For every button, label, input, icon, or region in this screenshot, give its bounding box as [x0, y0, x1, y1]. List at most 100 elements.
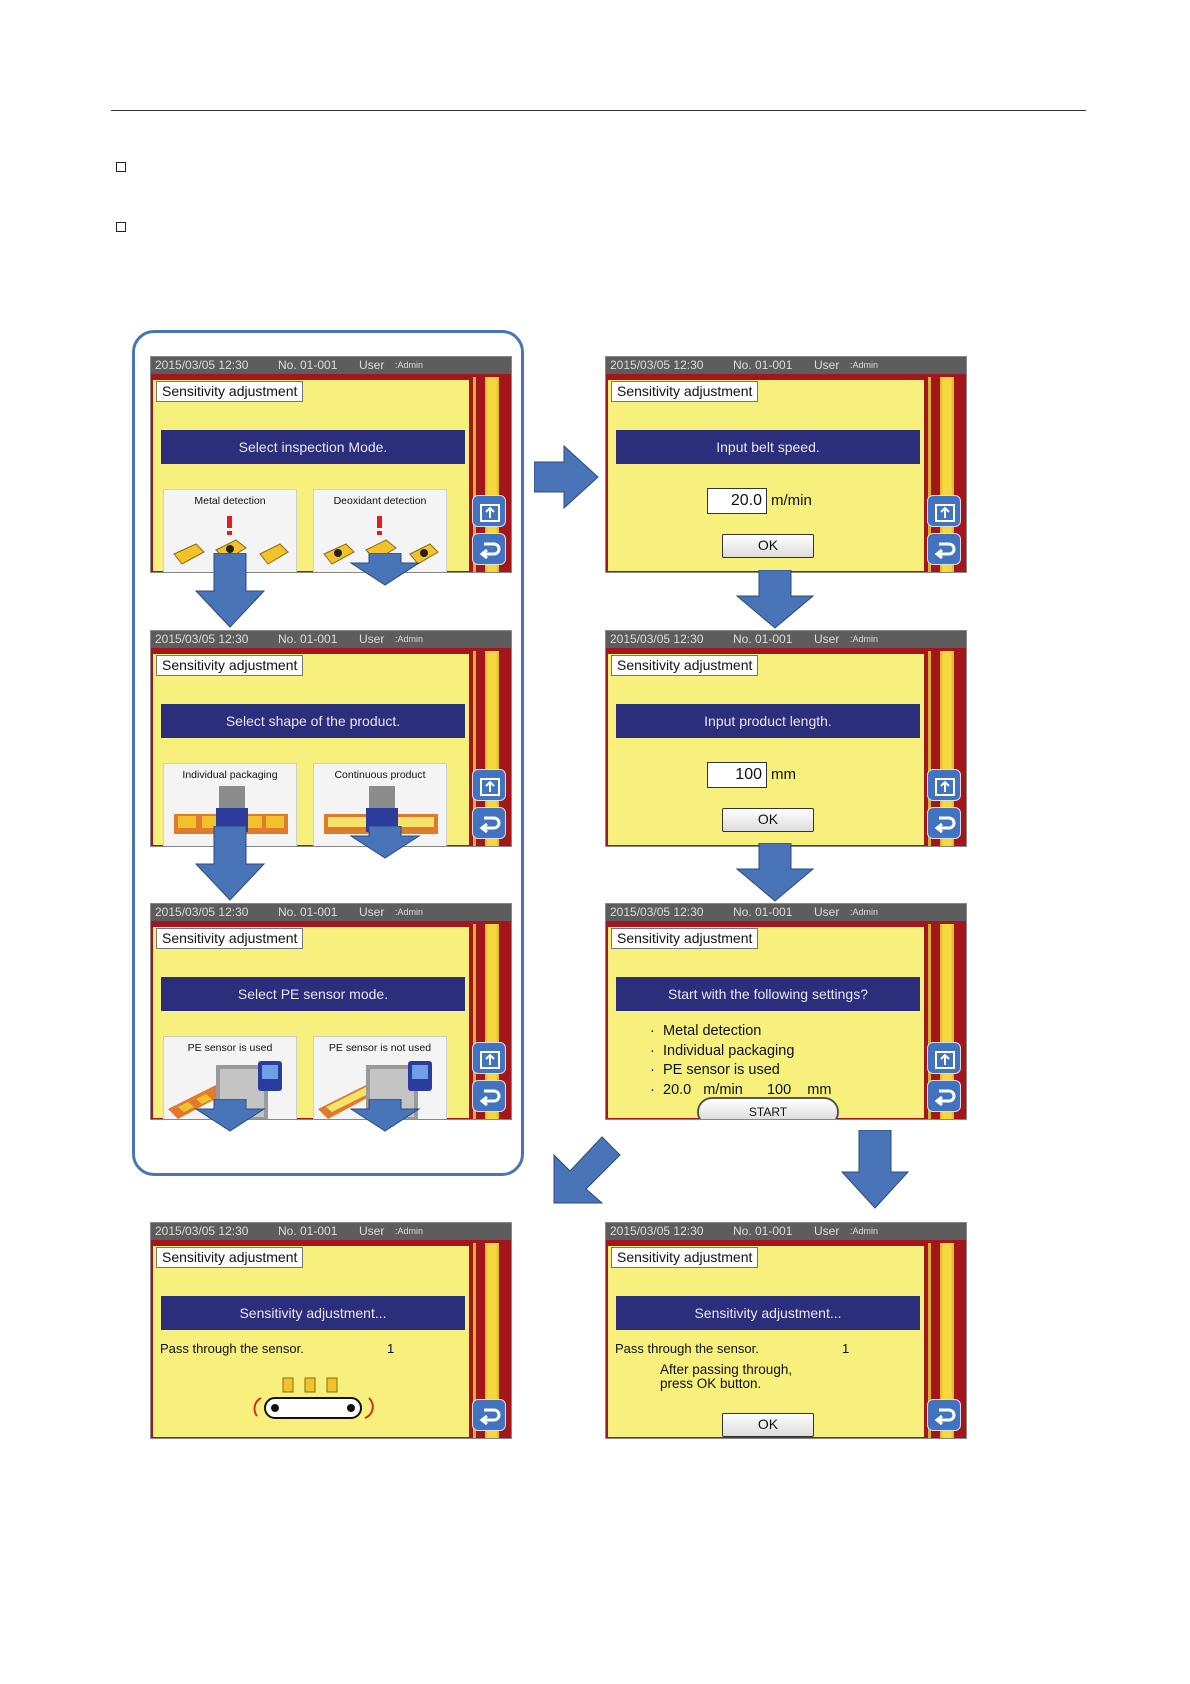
home-icon-button[interactable] [927, 769, 961, 801]
side-rail [928, 651, 931, 846]
option-label: Metal detection [194, 495, 266, 507]
screen-content: Input belt speed. 20.0 m/min OK [608, 380, 924, 571]
status-bar: 2015/03/05 12:30 No. 01-001 User :Admin [151, 1223, 511, 1240]
status-number: No. 01-001 [278, 905, 338, 919]
home-icon-button[interactable] [927, 495, 961, 527]
ok-instruction: After passing through, press OK button. [660, 1363, 792, 1391]
option-label: PE sensor is not used [328, 1042, 432, 1054]
ok-button[interactable]: OK [722, 808, 814, 832]
back-icon-button[interactable] [472, 1399, 506, 1431]
pass-count: 1 [387, 1341, 395, 1356]
status-user: :Admin [850, 907, 879, 917]
home-icon [480, 504, 500, 522]
back-icon [479, 816, 501, 834]
side-rail [928, 924, 931, 1119]
home-icon [935, 1051, 955, 1069]
status-user-label: User [814, 1224, 840, 1238]
screen-title: Sensitivity adjustment [156, 928, 304, 949]
home-icon [935, 504, 955, 522]
pe-sensor-not-used-option[interactable]: PE sensor is not used [313, 1036, 447, 1119]
status-date: 2015/03/05 12:30 [155, 1224, 249, 1238]
status-user: :Admin [395, 360, 424, 370]
home-icon-button[interactable] [472, 1042, 506, 1074]
back-icon-button[interactable] [472, 1080, 506, 1112]
screen-title: Sensitivity adjustment [156, 1247, 304, 1268]
product-length-unit: mm [771, 766, 796, 783]
screen-banner: Start with the following settings? [616, 977, 920, 1011]
status-bar: 2015/03/05 12:30 No. 01-001 User :Admin [151, 631, 511, 648]
back-icon-button[interactable] [927, 1080, 961, 1112]
flow-arrow-down [735, 570, 815, 629]
status-number: No. 01-001 [278, 1224, 338, 1238]
screen-pe-sensor-mode: 2015/03/05 12:30 No. 01-001 User :Admin … [150, 903, 512, 1120]
screen-banner: Sensitivity adjustment... [616, 1296, 920, 1330]
status-date: 2015/03/05 12:30 [610, 1224, 704, 1238]
status-user: :Admin [395, 907, 424, 917]
status-number: No. 01-001 [733, 632, 793, 646]
screen-title: Sensitivity adjustment [611, 655, 759, 676]
status-user: :Admin [395, 634, 424, 644]
home-icon-button[interactable] [927, 1042, 961, 1074]
ok-button[interactable]: OK [722, 1413, 814, 1437]
start-button[interactable]: START [697, 1097, 839, 1119]
back-icon [934, 542, 956, 560]
belt-speed-input[interactable]: 20.0 [707, 488, 767, 514]
side-rail [473, 1243, 476, 1438]
belt-speed-row: 20.0 m/min [608, 488, 924, 514]
status-date: 2015/03/05 12:30 [155, 905, 249, 919]
screen-belt-speed: 2015/03/05 12:30 No. 01-001 User :Admin … [605, 356, 967, 573]
selection-group-frame [132, 330, 524, 1176]
ok-button[interactable]: OK [722, 534, 814, 558]
flow-arrow-down [349, 826, 421, 859]
status-date: 2015/03/05 12:30 [610, 905, 704, 919]
screen-inspection-mode: 2015/03/05 12:30 No. 01-001 User :Admin … [150, 356, 512, 573]
back-icon-button[interactable] [927, 807, 961, 839]
screen-title: Sensitivity adjustment [611, 928, 759, 949]
status-user: :Admin [850, 1226, 879, 1236]
deoxidant-detection-option[interactable]: Deoxidant detection [313, 489, 447, 572]
status-user: :Admin [395, 1226, 424, 1236]
back-icon-button[interactable] [472, 807, 506, 839]
option-label: Deoxidant detection [333, 495, 427, 507]
screen-confirm-settings: 2015/03/05 12:30 No. 01-001 User :Admin … [605, 903, 967, 1120]
side-rail [485, 1243, 499, 1438]
back-icon-button[interactable] [927, 533, 961, 565]
screen-title: Sensitivity adjustment [156, 381, 304, 402]
side-rail [928, 1243, 931, 1438]
screen-adjusting-manual: 2015/03/05 12:30 No. 01-001 User :Admin … [605, 1222, 967, 1439]
back-icon [479, 1089, 501, 1107]
status-bar: 2015/03/05 12:30 No. 01-001 User :Admin [151, 904, 511, 921]
belt-speed-unit: m/min [771, 492, 812, 509]
screen-banner: Input belt speed. [616, 430, 920, 464]
flow-arrow-down-left [553, 1136, 621, 1204]
ok-instruction-line: press OK button. [660, 1376, 762, 1391]
back-icon [934, 816, 956, 834]
home-icon-button[interactable] [472, 769, 506, 801]
home-icon-button[interactable] [472, 495, 506, 527]
back-icon-button[interactable] [927, 1399, 961, 1431]
screen-title: Sensitivity adjustment [156, 655, 304, 676]
flow-arrow-down [194, 553, 266, 628]
flow-arrow-down [194, 1099, 266, 1132]
back-icon-button[interactable] [472, 533, 506, 565]
status-bar: 2015/03/05 12:30 No. 01-001 User :Admin [606, 904, 966, 921]
conveyor-illustration [253, 1377, 374, 1419]
deoxidant-detection-illustration [323, 516, 439, 565]
back-icon [934, 1089, 956, 1107]
individual-packaging-option[interactable]: Individual packaging [163, 763, 297, 846]
status-user: :Admin [850, 634, 879, 644]
product-length-input[interactable]: 100 [707, 762, 767, 788]
header-rule [111, 110, 1086, 111]
screen-content: Start with the following settings? ·Meta… [608, 927, 924, 1119]
status-number: No. 01-001 [278, 358, 338, 372]
status-bar: 2015/03/05 12:30 No. 01-001 User :Admin [151, 357, 511, 374]
bullet-box [116, 162, 126, 172]
back-icon [479, 542, 501, 560]
status-number: No. 01-001 [733, 1224, 793, 1238]
home-icon [480, 1051, 500, 1069]
flow-arrow-down [840, 1130, 910, 1209]
home-icon [935, 778, 955, 796]
status-user-label: User [814, 905, 840, 919]
back-icon [479, 1408, 501, 1426]
side-rail [473, 651, 476, 846]
